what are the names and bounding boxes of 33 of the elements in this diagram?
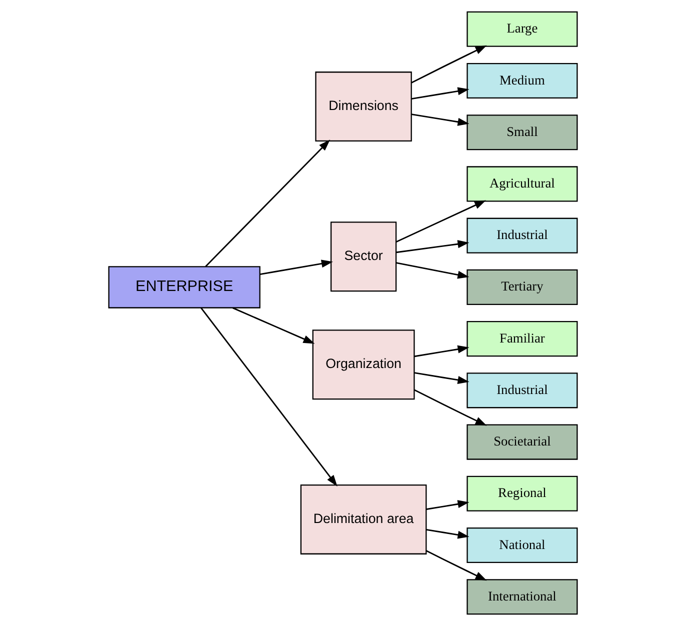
arrow <box>204 140 330 267</box>
arrow <box>410 87 469 100</box>
node-box: Dimensions <box>314 72 412 142</box>
node-box: Delimitation area <box>300 484 426 554</box>
node-box: Agricultural <box>466 166 578 202</box>
node-box: ENTERPRISE <box>108 266 260 308</box>
node-box: Regional <box>466 476 578 512</box>
node-box: Large <box>466 11 578 47</box>
node-box: Small <box>466 114 578 150</box>
arrow <box>414 389 486 426</box>
arrow <box>232 307 314 344</box>
node-box: Industrial <box>466 218 578 254</box>
node-box: Familiar <box>466 321 578 357</box>
node-box: Organization <box>312 330 414 400</box>
node-box: Tertiary <box>466 269 578 305</box>
node-box: Societarial <box>466 424 578 460</box>
arrow <box>259 260 332 276</box>
arrow <box>396 262 469 279</box>
node-box: Medium <box>466 62 578 99</box>
node-box: Sector <box>330 222 396 292</box>
node-box: International <box>466 579 578 615</box>
arrow <box>426 528 469 539</box>
arrow <box>396 240 469 254</box>
arrow <box>410 45 486 84</box>
node-box: National <box>466 527 578 564</box>
arrow <box>410 114 469 126</box>
arrow <box>414 345 469 358</box>
node-box: Industrial <box>466 372 578 408</box>
arrow <box>395 200 486 243</box>
arrow <box>414 372 469 384</box>
arrow <box>200 307 337 486</box>
arrow <box>426 500 469 510</box>
arrow <box>426 550 486 581</box>
